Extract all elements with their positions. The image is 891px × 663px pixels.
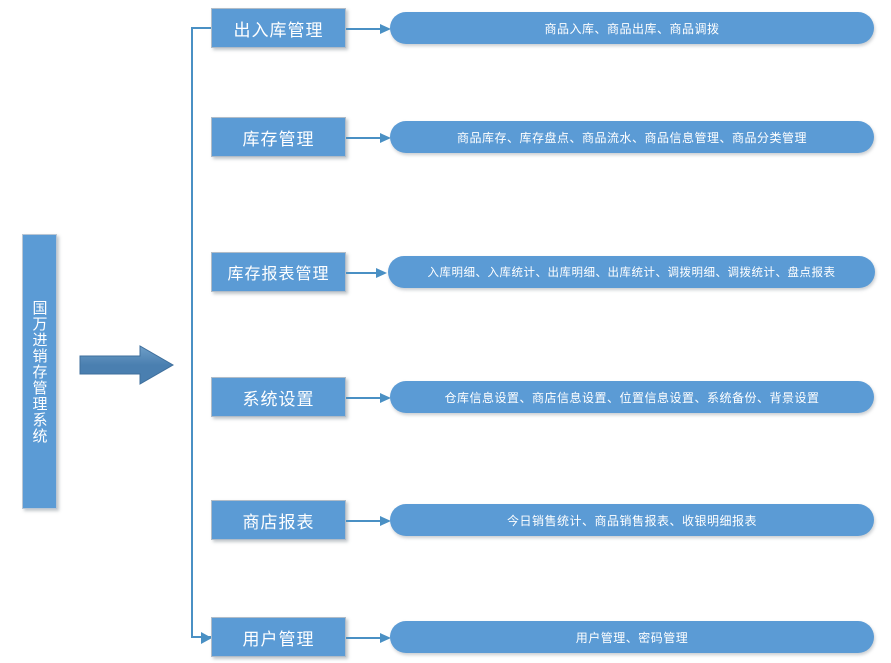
module-label-2: 库存管理 <box>242 129 315 150</box>
spur-line-1 <box>191 27 211 29</box>
connector-spine <box>191 28 193 637</box>
module-box-2[interactable]: 库存管理 <box>211 117 346 157</box>
system-title-text: 国万进销存管理系统 <box>30 299 49 444</box>
detail-pill-3[interactable]: 入库明细、入库统计、出库明细、出库统计、调拨明细、调拨统计、盘点报表 <box>388 256 875 288</box>
module-label-4: 系统设置 <box>242 389 315 410</box>
detail-label-2: 商品库存、库存盘点、商品流水、商品信息管理、商品分类管理 <box>456 130 807 145</box>
module-box-5[interactable]: 商店报表 <box>211 500 346 540</box>
module-label-3: 库存报表管理 <box>227 264 330 283</box>
module-box-1[interactable]: 出入库管理 <box>211 8 346 48</box>
connector-arrow-1 <box>346 21 392 35</box>
module-label-5: 商店报表 <box>242 512 315 533</box>
connector-arrow-6 <box>346 630 392 644</box>
connector-arrow-5 <box>346 513 392 527</box>
detail-label-5: 今日销售统计、商品销售报表、收银明细报表 <box>506 513 757 528</box>
module-label-1: 出入库管理 <box>233 20 324 41</box>
module-box-6[interactable]: 用户管理 <box>211 617 346 657</box>
system-title-bar: 国万进销存管理系统 <box>22 234 57 509</box>
module-box-3[interactable]: 库存报表管理 <box>211 252 346 292</box>
detail-label-6: 用户管理、密码管理 <box>575 630 689 645</box>
connector-arrow-4 <box>346 390 392 404</box>
connector-arrow-2 <box>346 130 392 144</box>
detail-label-3: 入库明细、入库统计、出库明细、出库统计、调拨明细、调拨统计、盘点报表 <box>427 265 836 279</box>
detail-label-1: 商品入库、商品出库、商品调拨 <box>544 21 720 36</box>
spur-arrowhead-icon <box>200 630 214 644</box>
detail-pill-2[interactable]: 商品库存、库存盘点、商品流水、商品信息管理、商品分类管理 <box>390 121 874 153</box>
detail-pill-6[interactable]: 用户管理、密码管理 <box>390 621 874 653</box>
detail-pill-5[interactable]: 今日销售统计、商品销售报表、收银明细报表 <box>390 504 874 536</box>
connector-arrow-3 <box>346 265 388 279</box>
detail-pill-1[interactable]: 商品入库、商品出库、商品调拨 <box>390 12 874 44</box>
module-label-6: 用户管理 <box>242 629 315 650</box>
module-box-4[interactable]: 系统设置 <box>211 377 346 417</box>
detail-pill-4[interactable]: 仓库信息设置、商店信息设置、位置信息设置、系统备份、背景设置 <box>390 381 874 413</box>
big-right-block-arrow-icon <box>78 344 175 386</box>
detail-label-4: 仓库信息设置、商店信息设置、位置信息设置、系统备份、背景设置 <box>444 390 820 405</box>
